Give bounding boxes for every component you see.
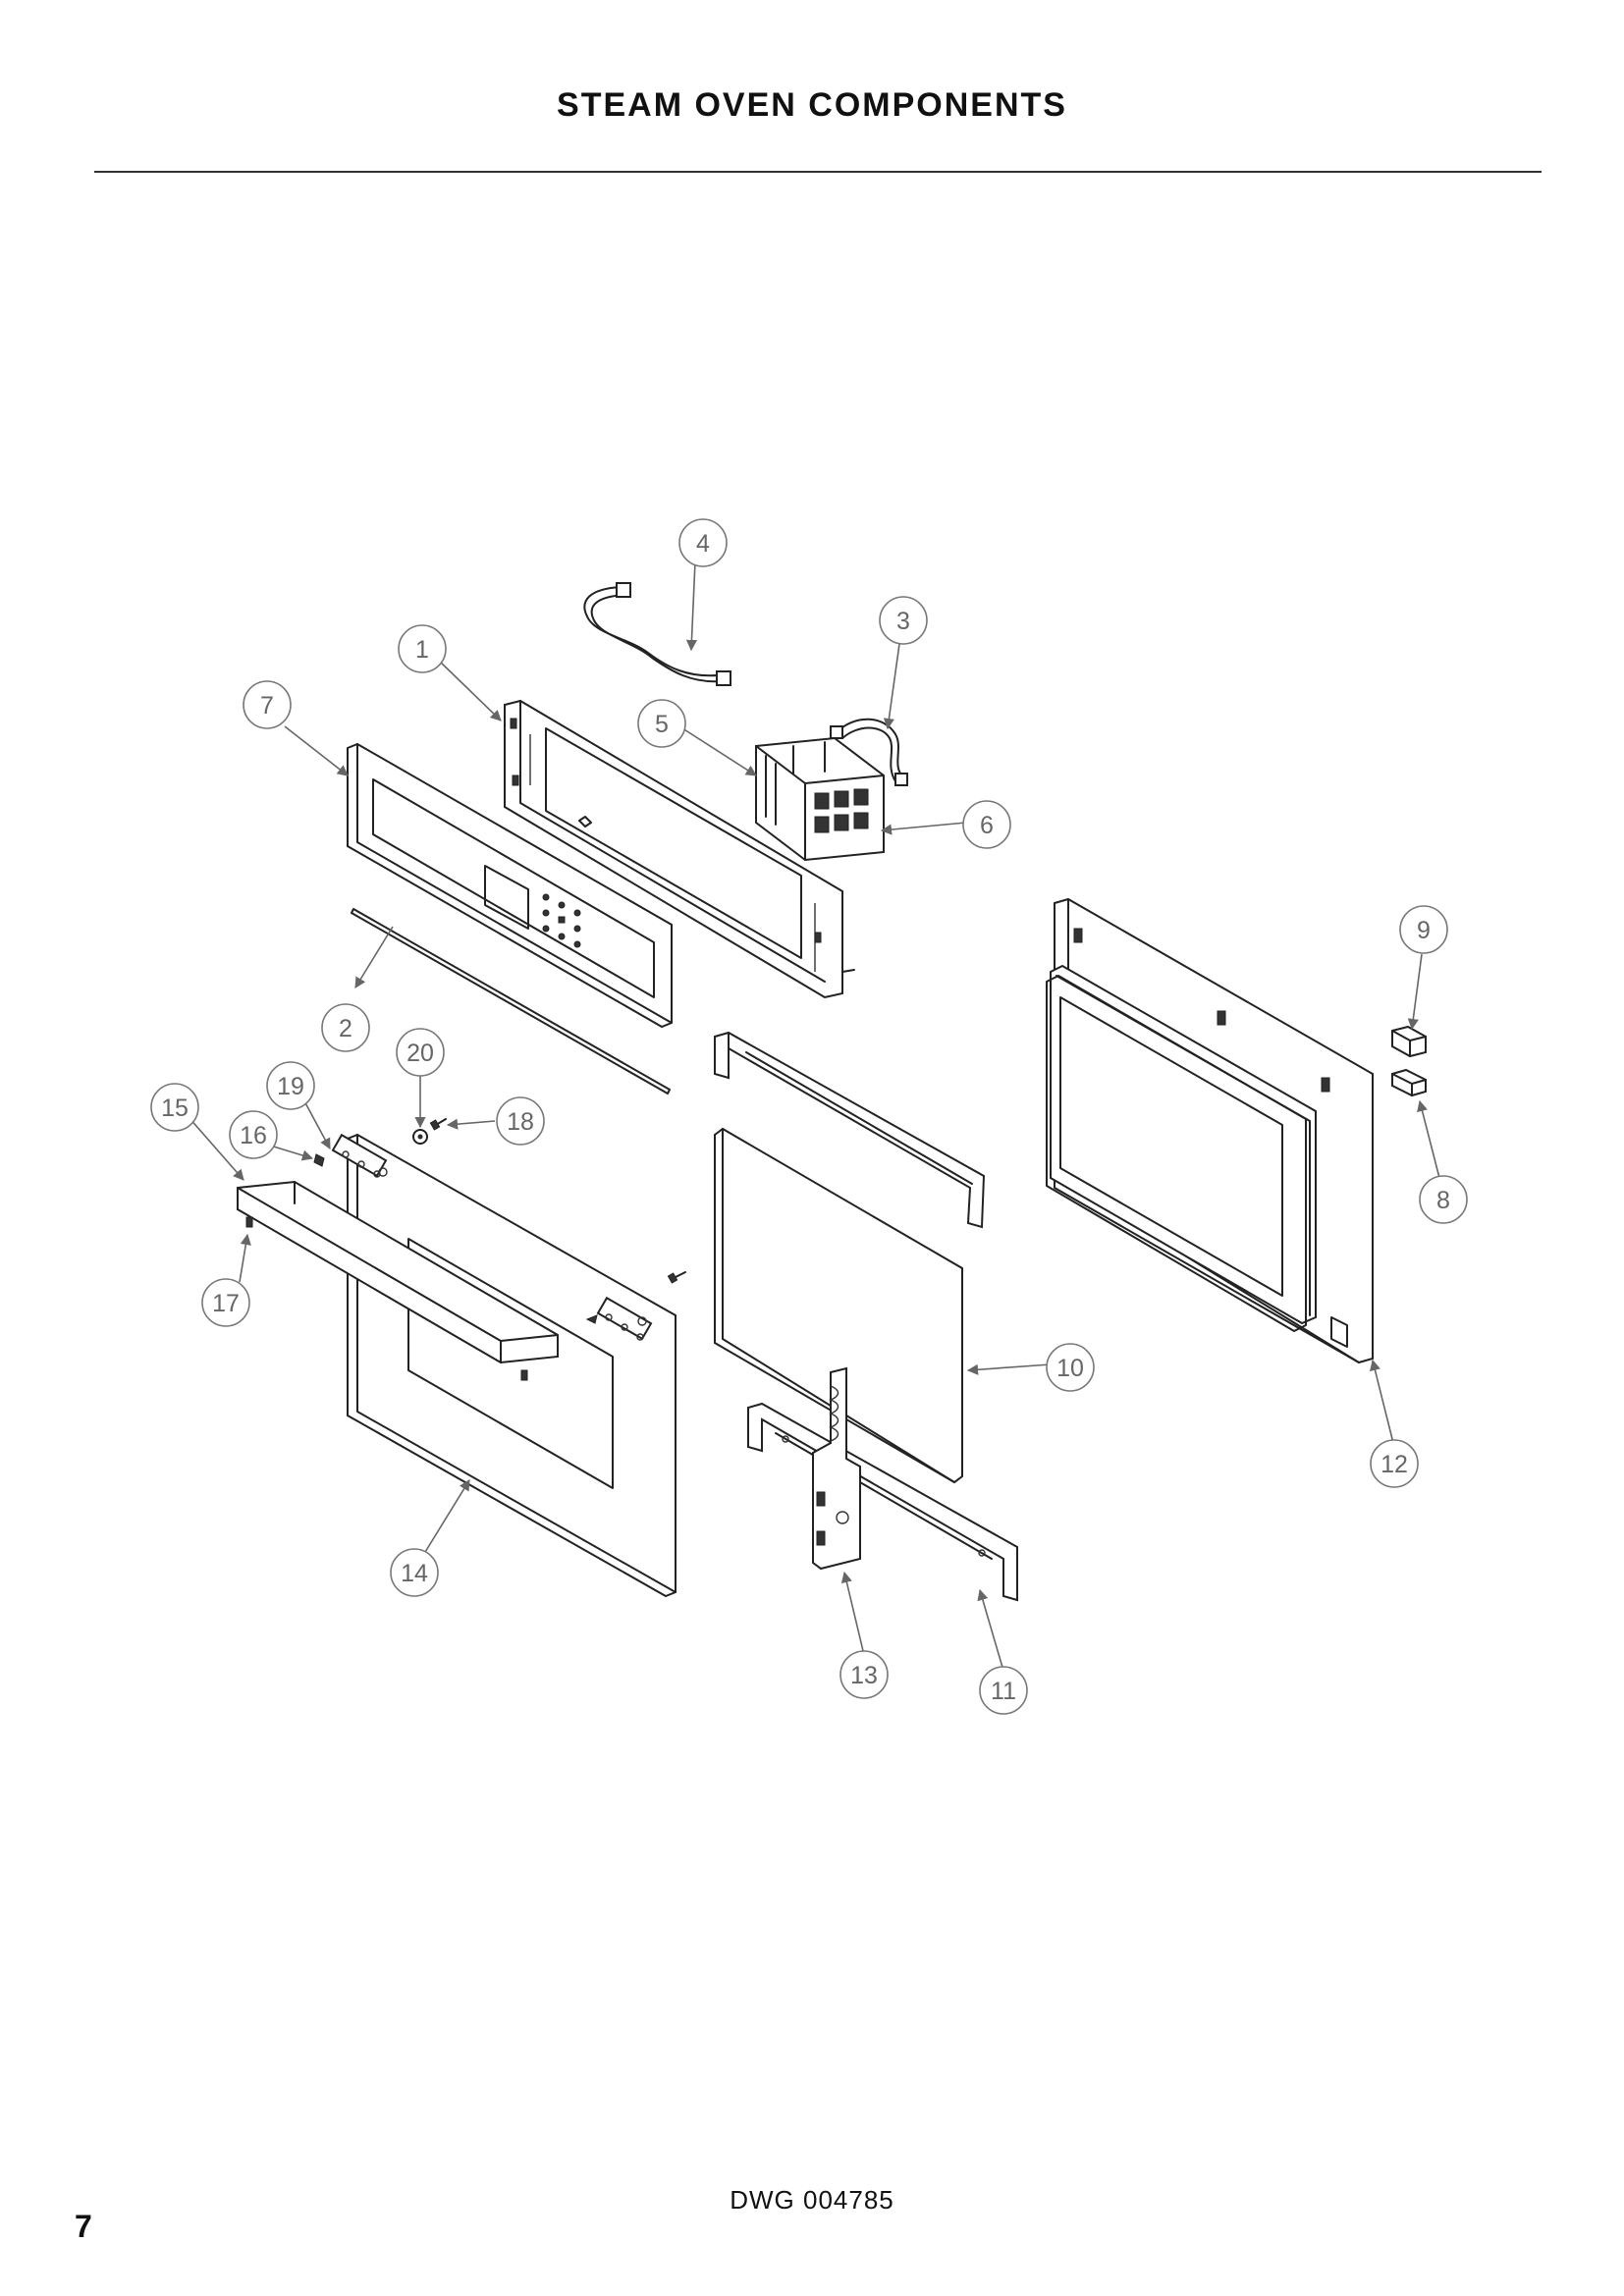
callout-14: 14: [390, 1548, 439, 1597]
leader-lines: [188, 561, 1440, 1672]
upper-door-rail: [714, 1031, 986, 1229]
callout-16: 16: [229, 1110, 278, 1159]
callout-5: 5: [637, 699, 686, 748]
callout-label: 18: [507, 1108, 534, 1136]
callout-18: 18: [496, 1096, 545, 1146]
callout-label: 12: [1380, 1451, 1408, 1478]
callout-label: 4: [696, 530, 710, 558]
callout-label: 1: [415, 636, 429, 664]
callout-2: 2: [321, 1003, 370, 1052]
callout-17: 17: [201, 1278, 250, 1327]
small-fixings: [245, 1118, 686, 1381]
part-4-wiring-harness: [583, 582, 731, 686]
part-2-trim-strip: [351, 908, 671, 1095]
callout-label: 9: [1417, 917, 1431, 944]
callout-label: 5: [655, 711, 669, 738]
callout-4: 4: [678, 518, 728, 567]
part-3-wiring-harness: [830, 718, 908, 786]
callout-label: 14: [401, 1560, 428, 1587]
callout-label: 7: [260, 692, 274, 720]
callout-label: 17: [212, 1290, 240, 1317]
callout-9: 9: [1399, 905, 1448, 954]
callout-label: 19: [277, 1073, 304, 1100]
part-11-lower-rail: [747, 1402, 1018, 1602]
callout-13: 13: [839, 1650, 889, 1699]
callout-15: 15: [150, 1083, 199, 1132]
callout-3: 3: [879, 596, 928, 645]
page-number: 7: [75, 2209, 92, 2244]
callout-11: 11: [979, 1666, 1028, 1715]
callout-label: 13: [850, 1662, 878, 1689]
part-12-door-inner-frame: [1046, 897, 1374, 1364]
callout-label: 15: [161, 1095, 189, 1122]
callout-10: 10: [1046, 1343, 1095, 1392]
part-13-hinge: [812, 1366, 861, 1571]
part-7-front-fascia: [347, 742, 673, 1029]
callout-label: 3: [896, 608, 910, 635]
callout-label: 11: [991, 1678, 1016, 1705]
callout-label: 16: [240, 1122, 267, 1149]
callout-label: 2: [339, 1015, 352, 1042]
page-title: STEAM OVEN COMPONENTS: [557, 86, 1067, 124]
part-1-control-panel-frame: [504, 699, 855, 999]
callout-label: 6: [980, 812, 994, 839]
part-15-door-handle: [237, 1180, 559, 1364]
callout-12: 12: [1370, 1439, 1419, 1488]
part-5-6-control-module: [755, 736, 885, 862]
part-8-9-latch-clips: [1391, 1025, 1427, 1097]
control-buttons: [542, 893, 581, 948]
drawing-number: DWG 004785: [730, 2185, 894, 2215]
part-14-door-outer-glass: [331, 1133, 677, 1598]
callout-19: 19: [266, 1061, 315, 1110]
title-divider: [94, 171, 1542, 173]
callout-label: 10: [1056, 1355, 1084, 1382]
callout-7: 7: [243, 680, 292, 729]
callout-20: 20: [396, 1028, 445, 1077]
callout-6: 6: [962, 800, 1011, 849]
callout-8: 8: [1419, 1175, 1468, 1224]
callout-1: 1: [398, 624, 447, 673]
callout-label: 20: [406, 1040, 434, 1067]
callout-label: 8: [1436, 1187, 1450, 1214]
